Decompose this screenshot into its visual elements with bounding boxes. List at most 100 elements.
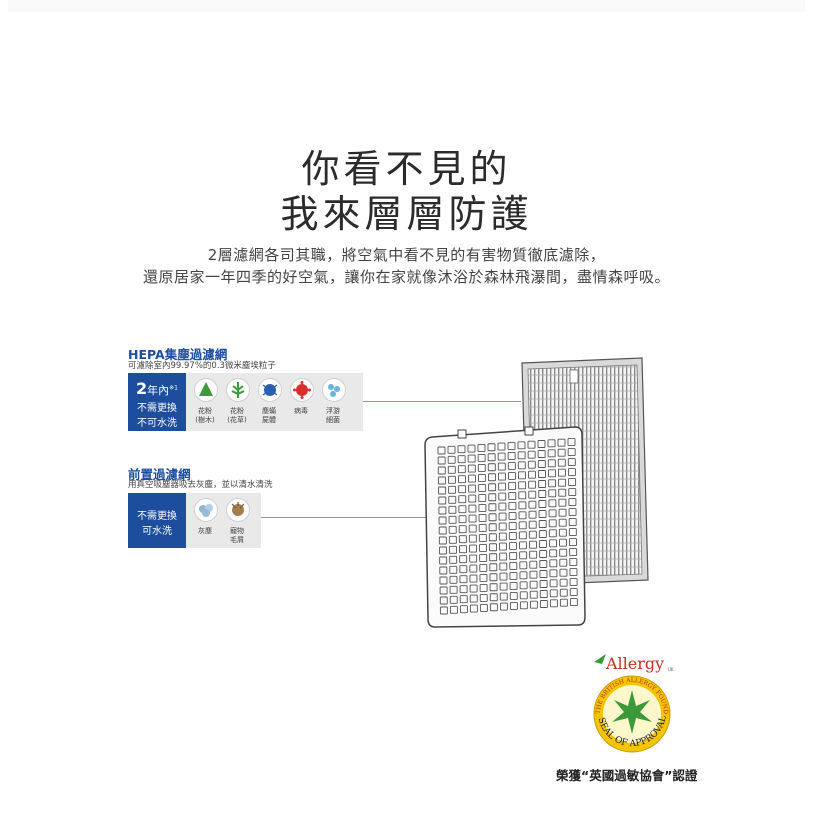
prefilter-mesh-hole bbox=[477, 443, 486, 452]
hepa-badge-unit: 年內 bbox=[147, 384, 170, 397]
prefilter-mesh-hole bbox=[438, 476, 446, 485]
headline-line2: 我來層層防護 bbox=[280, 192, 533, 236]
prefilter-mesh-hole bbox=[558, 508, 567, 517]
prefilter-mesh-hole bbox=[459, 585, 468, 594]
prefilter-connector-line bbox=[261, 517, 431, 518]
prefilter-mesh-hole bbox=[437, 446, 446, 455]
prefilter-mesh-hole bbox=[549, 569, 558, 578]
prefilter-mesh-hole bbox=[508, 501, 517, 510]
prefilter-mesh-hole bbox=[559, 598, 568, 607]
prefilter-mesh-hole bbox=[468, 474, 476, 483]
prefilter-mesh-hole bbox=[529, 550, 538, 559]
prefilter-mesh-hole bbox=[548, 529, 557, 538]
prefilter-mesh-hole bbox=[538, 500, 547, 508]
prefilter-mesh-hole bbox=[557, 458, 566, 467]
prefilter-mesh-hole bbox=[477, 473, 486, 482]
prefilter-mesh-hole bbox=[477, 453, 486, 462]
prefilter-mesh-hole bbox=[569, 568, 578, 577]
prefilter-mesh-hole bbox=[468, 504, 477, 513]
prefilter-mesh-hole bbox=[449, 555, 458, 564]
label-text: 花粉 bbox=[230, 407, 244, 415]
filter-illustration bbox=[424, 357, 649, 628]
prefilter-mesh-hole bbox=[569, 588, 578, 597]
virus-icon bbox=[290, 378, 314, 402]
prefilter-mesh-hole bbox=[487, 443, 496, 452]
prefilter-mesh-hole bbox=[547, 459, 556, 468]
prefilter-mesh-hole bbox=[569, 538, 577, 547]
prefilter-mesh-hole bbox=[448, 485, 457, 494]
prefilter-mesh-hole bbox=[469, 594, 478, 603]
prefilter-mesh-hole bbox=[567, 448, 576, 457]
prefilter-mesh-hole bbox=[538, 510, 547, 518]
prefilter-mesh-hole bbox=[569, 558, 578, 567]
prefilter-mesh-hole bbox=[499, 542, 507, 551]
seal-brand-suffix: UK bbox=[668, 667, 674, 672]
prefilter-mesh-hole bbox=[528, 520, 537, 529]
prefilter-mesh-hole bbox=[569, 598, 578, 607]
prefilter-mesh-hole bbox=[517, 471, 526, 480]
prefilter-mesh-hole bbox=[508, 481, 517, 490]
prefilter-mesh-hole bbox=[439, 566, 448, 575]
prefilter-mesh-hole bbox=[469, 584, 478, 593]
prefilter-mesh-hole bbox=[458, 475, 466, 484]
prefilter-mesh-hole bbox=[439, 606, 448, 615]
prefilter-mesh-hole bbox=[527, 450, 536, 459]
description-line1: 2層濾網各司其職，將空氣中看不見的有害物質徹底濾除， bbox=[207, 246, 606, 264]
prefilter-mesh-hole bbox=[558, 518, 567, 527]
prefilter-mesh-hole bbox=[499, 582, 508, 591]
prefilter-badge-no-replace: 不需更換 bbox=[137, 511, 177, 522]
pollen-tree-icon bbox=[194, 378, 218, 402]
top-bar bbox=[8, 0, 805, 12]
prefilter-mesh-hole bbox=[439, 596, 448, 605]
prefilter-mesh-hole bbox=[489, 603, 498, 612]
prefilter-mesh-hole bbox=[547, 469, 556, 478]
label-text: (樹木) bbox=[195, 416, 215, 424]
prefilter-mesh-hole bbox=[509, 601, 518, 610]
prefilter-mesh-hole bbox=[488, 513, 497, 522]
prefilter-mesh-hole bbox=[559, 578, 568, 587]
prefilter-mesh-hole bbox=[538, 520, 547, 528]
prefilter-mesh-hole bbox=[449, 585, 458, 594]
prefilter-mesh-hole bbox=[507, 471, 516, 480]
prefilter-mesh-hole bbox=[518, 511, 527, 520]
prefilter-mesh-hole bbox=[519, 591, 528, 600]
hepa-badge-years: 2 bbox=[136, 379, 148, 398]
prefilter-mesh-hole bbox=[459, 565, 468, 574]
prefilter-mesh-hole bbox=[459, 545, 467, 554]
prefilter-title: 前置過濾網 bbox=[128, 467, 191, 482]
label-text: 寵物 bbox=[230, 527, 244, 535]
prefilter-mesh-hole bbox=[478, 483, 487, 492]
prefilter-mesh-hole bbox=[459, 605, 468, 614]
prefilter-mesh-hole bbox=[458, 505, 467, 514]
prefilter-mesh-hole bbox=[529, 540, 537, 549]
prefilter-mesh-hole bbox=[457, 445, 466, 454]
prefilter-mesh-hole bbox=[478, 513, 487, 522]
hepa-badge: 2年內※1 不需更換 不可水洗 bbox=[128, 373, 186, 431]
prefilter-mesh-hole bbox=[509, 551, 518, 560]
allergy-seal-logo: Allergy UK THE BRITISH ALLERGY FOUNDATIO… bbox=[580, 650, 674, 753]
prefilter-mesh-hole bbox=[438, 496, 447, 505]
prefilter-mesh-hole bbox=[518, 521, 527, 530]
prefilter-mesh-hole bbox=[558, 528, 567, 537]
prefilter-mesh-hole bbox=[519, 581, 528, 590]
prefilter-mesh-hole bbox=[549, 539, 557, 548]
prefilter-mesh-hole bbox=[539, 600, 548, 608]
prefilter-mesh-hole bbox=[499, 552, 508, 561]
prefilter-mesh-hole bbox=[517, 441, 526, 450]
prefilter-mesh-hole bbox=[559, 548, 568, 557]
prefilter-mesh-hole bbox=[487, 473, 496, 482]
prefilter-icon-label-2: 寵物毛屑 bbox=[219, 527, 255, 545]
prefilter-mesh-hole bbox=[529, 600, 538, 609]
prefilter-mesh-hole bbox=[529, 580, 538, 589]
prefilter-mesh-hole bbox=[468, 484, 477, 493]
prefilter-mesh-hole bbox=[527, 460, 536, 469]
prefilter-graphic bbox=[424, 426, 586, 628]
prefilter-mesh-hole bbox=[557, 448, 566, 457]
prefilter-icon-label-1: 灰塵 bbox=[187, 527, 223, 536]
prefilter-mesh-hole bbox=[558, 498, 567, 507]
hepa-badge-years-row: 2年內※1 bbox=[128, 379, 186, 398]
hepa-icon-label-3: 塵蟎屍體 bbox=[251, 407, 287, 425]
prefilter-mesh-hole bbox=[559, 588, 568, 597]
label-text: 屍體 bbox=[262, 416, 276, 424]
prefilter-mesh-hole bbox=[528, 500, 537, 509]
